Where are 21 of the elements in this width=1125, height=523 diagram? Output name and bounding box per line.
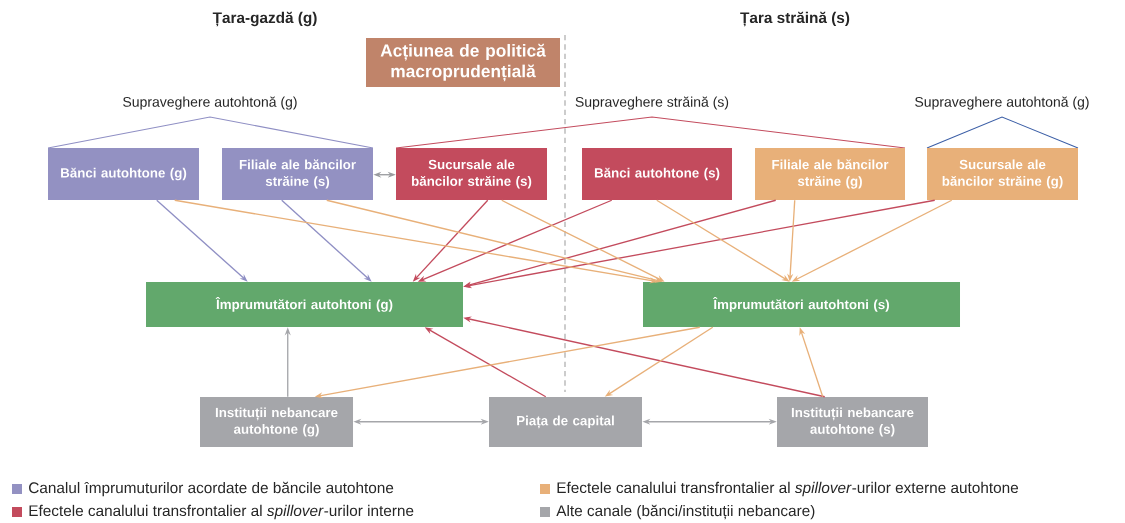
institution-box: Piața de capital: [489, 397, 642, 447]
bank-box: Filiale ale băncilor străine (s): [222, 148, 373, 200]
bank-box: Bănci autohtone (g): [48, 148, 199, 200]
legend-text: Efectele canalului transfrontalier al spillover-urilor interne: [29, 504, 414, 520]
supervision-label: Supraveghere autohtonă (g): [123, 96, 297, 110]
heading: Țara-gazdă (g): [212, 11, 317, 27]
institution-box: Instituții nebancare autohtone (s): [777, 397, 928, 447]
borrower-box: Împrumutători autohtoni (s): [643, 282, 960, 327]
bank-box: Sucursale ale băncilor străine (g): [927, 148, 1078, 200]
policy-box: Acțiunea de politică macroprudențială: [366, 38, 560, 87]
legend-text: Alte canale (bănci/instituții nebancare): [556, 504, 815, 520]
legend-text: Canalul împrumuturilor acordate de băncile autohtone: [29, 481, 394, 497]
bank-box: Filiale ale băncilor străine (g): [755, 148, 905, 200]
institution-box: Instituții nebancare autohtone (g): [200, 397, 353, 447]
borrower-box: Împrumutători autohtoni (g): [146, 282, 463, 327]
bank-box: Sucursale ale băncilor străine (s): [396, 148, 547, 200]
supervision-label: Supraveghere străină (s): [575, 96, 729, 110]
heading: Țara străină (s): [740, 11, 850, 27]
supervision-label: Supraveghere autohtonă (g): [915, 96, 1089, 110]
legend-text: Efectele canalului transfrontalier al spillover-urilor externe autohtone: [557, 481, 1018, 497]
bank-box: Bănci autohtone (s): [582, 148, 732, 200]
